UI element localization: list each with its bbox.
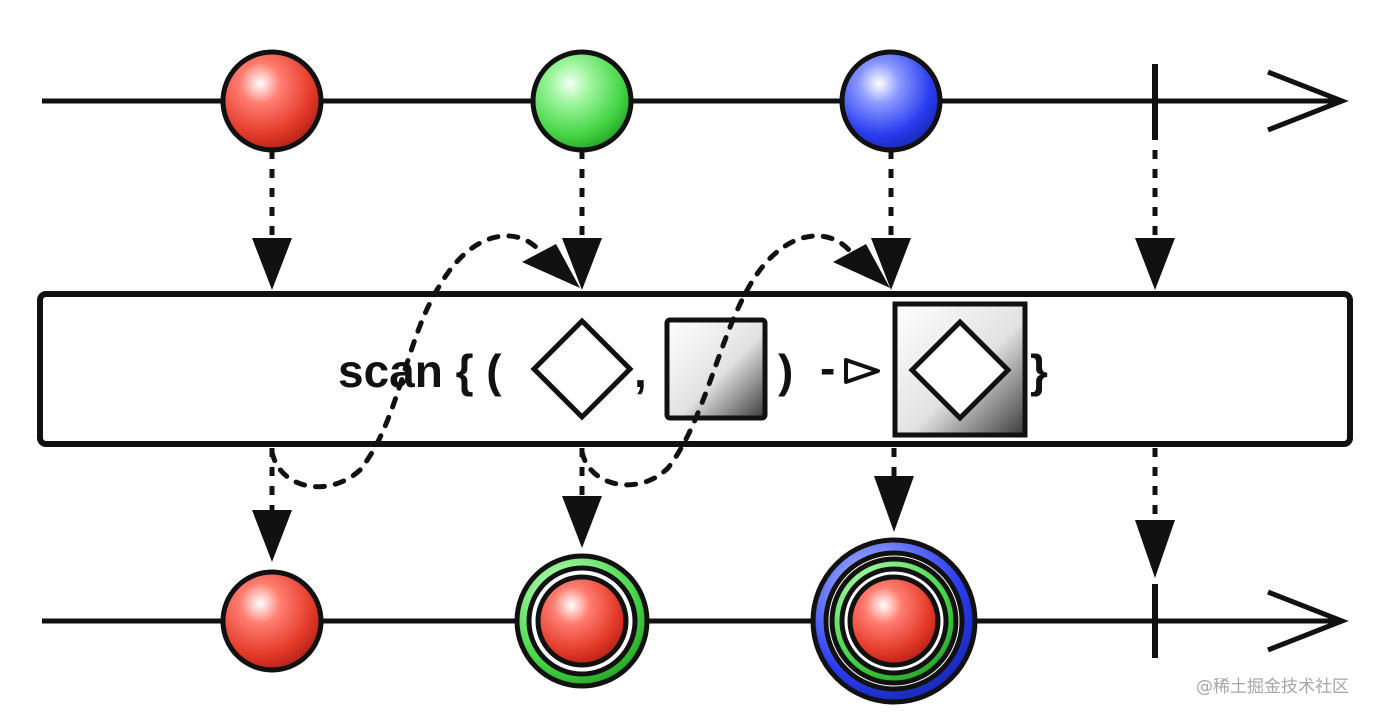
- output-connectors: [269, 448, 1158, 515]
- feedback-loops: [269, 233, 858, 490]
- input-connectors: [269, 150, 1158, 240]
- result-marble-3-red: [847, 574, 941, 668]
- open-triangle-icon: [844, 358, 880, 384]
- result-arrowhead-icon: [1267, 589, 1349, 653]
- watermark: @稀土掘金技术社区: [1196, 677, 1349, 697]
- result-marbles: [220, 537, 978, 705]
- operator-comma: ,: [634, 345, 647, 397]
- input-arrowheads: [252, 238, 1175, 290]
- square-icon: [664, 317, 768, 421]
- result-marble-1-red: [220, 569, 324, 673]
- operator-prefix: scan { (: [338, 345, 502, 397]
- output-arrowheads: [252, 476, 1175, 578]
- source-marble-red: [220, 49, 324, 153]
- source-arrowhead-icon: [1267, 69, 1349, 133]
- diamond-icon: [530, 317, 634, 421]
- source-marble-green: [530, 49, 634, 153]
- source-marbles: [220, 49, 943, 153]
- result-diamond-icon: [908, 318, 1012, 422]
- result-marble-2-red: [535, 574, 629, 668]
- operator-close-paren: ): [778, 345, 793, 397]
- feedback-arrowheads: [522, 244, 890, 288]
- operator-close-brace: }: [1030, 345, 1048, 397]
- source-marble-blue: [839, 49, 943, 153]
- operator-arrow-dash: -: [820, 342, 835, 394]
